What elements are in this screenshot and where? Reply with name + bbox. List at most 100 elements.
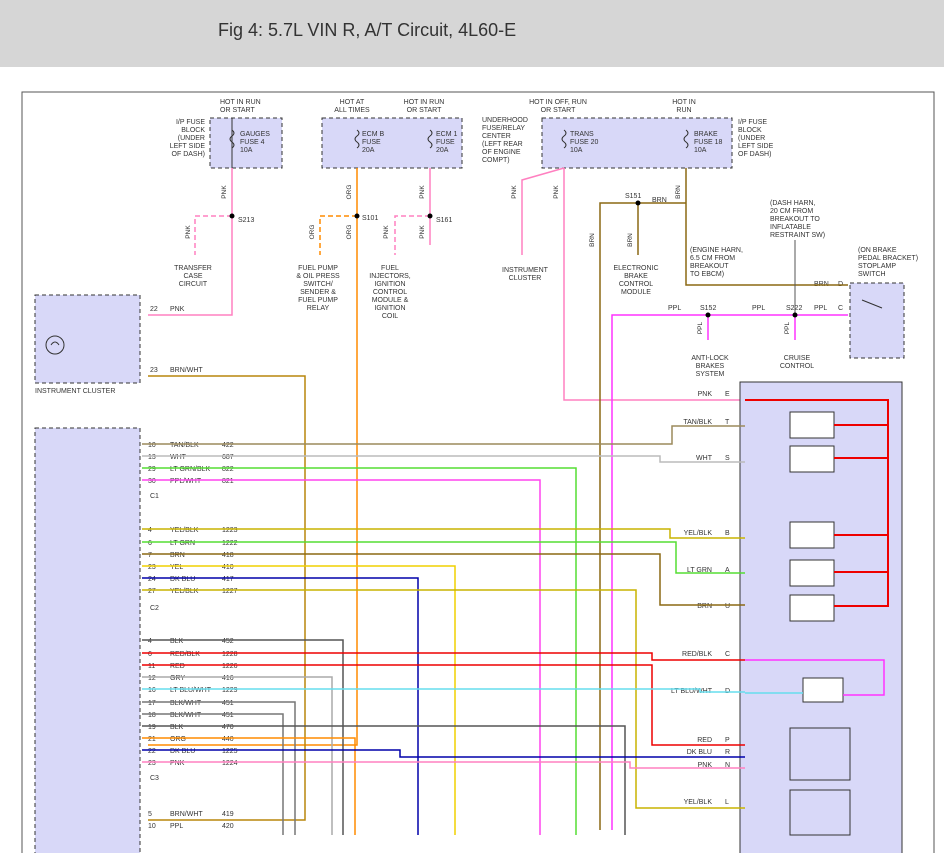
pcm-pin-number: 10 — [148, 442, 156, 449]
pcm-pin-number: 12 — [148, 675, 156, 682]
pcm-wire-color: DK BLU — [170, 748, 195, 755]
pcm-wire — [142, 664, 745, 746]
wire-label: PPL — [784, 321, 791, 334]
pcm-connector-label: C3 — [150, 775, 159, 782]
transfer-case-label: TRANSFER — [174, 265, 212, 272]
pcm-wire-color: DK BLU — [170, 576, 195, 583]
wire-label: BRN — [627, 233, 634, 247]
trans-pin-letter: R — [725, 749, 730, 756]
pcm-wire-color: RED — [170, 663, 185, 670]
instrument-cluster-ref-label: INSTRUMENT — [502, 267, 549, 274]
stoplamp-label: STOPLAMP — [858, 263, 896, 270]
hot-label: RUN — [676, 107, 691, 114]
wire-label: PNK — [383, 225, 390, 239]
wire-label: BRN — [652, 197, 667, 204]
fuel-pump-label: SENDER & — [300, 289, 336, 296]
abs-label: BRAKES — [696, 363, 725, 370]
pcm-circuit-number: 1222 — [222, 540, 238, 547]
wire-label: PPL — [814, 305, 827, 312]
wire-label: PNK — [553, 185, 560, 199]
pcm-circuit-number: 687 — [222, 454, 234, 461]
page-title: Fig 4: 5.7L VIN R, A/T Circuit, 4L60-E — [218, 20, 517, 40]
hot-label: ALL TIMES — [334, 107, 370, 114]
pcm-circuit-number: 821 — [222, 478, 234, 485]
pcm-wire — [142, 467, 577, 835]
pcm-pin-number: 23 — [148, 564, 156, 571]
pcm-circuit-number: 1227 — [222, 588, 238, 595]
hot-label: OR START — [541, 107, 576, 114]
pcm-wire — [142, 749, 745, 758]
fuse-label: GAUGES — [240, 131, 270, 138]
trans-pin-letter: N — [725, 762, 730, 769]
pcm-wire-color: WHT — [170, 454, 187, 461]
pcm-wire-color: YEL/BLK — [170, 588, 199, 595]
pcm-circuit-number: 418 — [222, 552, 234, 559]
pcm-wire-color: LT GRN/BLK — [170, 466, 211, 473]
pcm-circuit-number: 1228 — [222, 651, 238, 658]
pcm-pin-number: 10 — [148, 823, 156, 830]
stoplamp-switch-box — [849, 282, 905, 359]
pcm-wire-color: GRY — [170, 675, 185, 682]
ip-fuse-block-label: (UNDER — [178, 135, 205, 142]
splice-s151: S151 — [625, 193, 641, 200]
pcm-wire-color: LT GRN — [170, 540, 195, 547]
stoplamp-label: PEDAL BRACKET) — [858, 255, 918, 262]
pcm-circuit-number: 1226 — [222, 663, 238, 670]
pcm-wire — [142, 577, 419, 835]
pcm-wire-color: BLK/WHT — [170, 712, 202, 719]
pcm-circuit-number: 420 — [222, 823, 234, 830]
trans-pin-letter: T — [725, 419, 730, 426]
wire-red-bus — [745, 399, 889, 607]
pcm-wire — [142, 639, 344, 835]
pcm-wire — [142, 528, 745, 539]
fuse-symbols — [229, 129, 689, 149]
pcm-wire-color: BLK — [170, 638, 184, 645]
pcm-wire-color: BLK/WHT — [170, 700, 202, 707]
pcm-wire — [142, 688, 745, 693]
fuel-pump-label: FUEL PUMP — [298, 265, 338, 272]
fuse-label: 10A — [694, 147, 707, 154]
instrument-cluster-label: INSTRUMENT CLUSTER — [35, 388, 115, 395]
underhood-fuse-label: UNDERHOOD — [482, 117, 528, 124]
pcm-wire — [142, 713, 284, 835]
pcm-wire-color: ORG — [170, 736, 186, 743]
fuse-label: BRAKE — [694, 131, 718, 138]
pcm-wire — [142, 761, 745, 769]
trans-wire-color: DK BLU — [687, 749, 712, 756]
pcm-connector-label: C1 — [150, 493, 159, 500]
fuel-injectors-label: FUEL — [381, 265, 399, 272]
ebcm-label: ELECTRONIC — [613, 265, 658, 272]
pcm-circuit-number: 440 — [222, 736, 234, 743]
trans-wire-color: WHT — [696, 455, 713, 462]
pcm-pin-number: 27 — [148, 588, 156, 595]
pcm-wire — [142, 676, 333, 835]
pcm-wire-color: BLK — [170, 724, 184, 731]
trans-pin-letter: P — [725, 737, 730, 744]
ebcm-label: MODULE — [621, 289, 651, 296]
abs-label: ANTI-LOCK — [691, 355, 729, 362]
wire-pnk-trans — [521, 167, 565, 255]
engine-harness-label: 6.5 CM FROM — [690, 255, 735, 262]
wire-ppl-main — [611, 314, 848, 830]
fuse-label: FUSE — [436, 139, 455, 146]
fuse-label: FUSE 4 — [240, 139, 265, 146]
pcm-circuit-number: 419 — [222, 811, 234, 818]
hot-label: HOT IN OFF, RUN — [529, 99, 587, 106]
instrument-cluster-box — [34, 294, 141, 384]
pcm-circuit-number: 410 — [222, 564, 234, 571]
pcm-pin-number: 6 — [148, 651, 152, 658]
dash-harness-label: INFLATABLE — [770, 224, 811, 231]
pcm-pin-number: 4 — [148, 527, 152, 534]
wire-org-fuelpump — [319, 215, 357, 255]
pcm-pin-number: 13 — [148, 454, 156, 461]
pcm-circuit-number: 422 — [222, 442, 234, 449]
wire-label: PNK — [419, 225, 426, 239]
pcm-wire-color: PPL — [170, 823, 183, 830]
pcm-wire — [142, 701, 296, 835]
wire-pnk-injectors — [394, 215, 430, 255]
hot-label: HOT AT — [340, 99, 365, 106]
pcm-pin-number: 30 — [148, 478, 156, 485]
pcm-wire-color: LT BLU/WHT — [170, 687, 212, 694]
fuse-label: FUSE 20 — [570, 139, 599, 146]
